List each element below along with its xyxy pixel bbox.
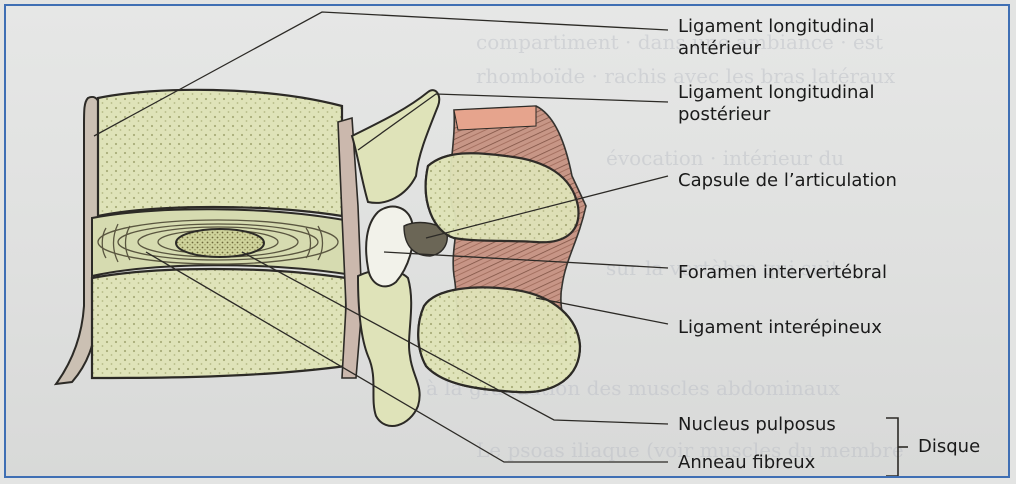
label-line: Ligament longitudinal <box>678 82 874 104</box>
label-disque: Disque <box>918 436 980 458</box>
upper-vertebral-body <box>98 90 342 216</box>
label-interspinous-ligament: Ligament interépineux <box>678 317 882 339</box>
label-joint-capsule: Capsule de l’articulation <box>678 170 897 192</box>
label-line: postérieur <box>678 104 874 126</box>
interspinous-ligament-top <box>454 106 536 130</box>
label-line: Ligament longitudinal <box>678 16 874 38</box>
disque-bracket <box>886 418 898 476</box>
label-annulus-fibrosus: Anneau fibreux <box>678 452 815 474</box>
intervertebral-foramen-shape <box>366 207 413 287</box>
nucleus-pulposus-shape <box>176 229 264 257</box>
label-line: antérieur <box>678 38 874 60</box>
figure-frame: compartiment · dans une ambiance · est r… <box>4 4 1010 478</box>
label-posterior-longitudinal-ligament: Ligament longitudinal postérieur <box>678 82 874 126</box>
label-anterior-longitudinal-ligament: Ligament longitudinal antérieur <box>678 16 874 60</box>
spine-diagram <box>6 6 1010 478</box>
label-intervertebral-foramen: Foramen intervertébral <box>678 262 887 284</box>
lower-vertebral-body <box>92 269 346 378</box>
pedicle-lower <box>358 270 420 426</box>
label-nucleus-pulposus: Nucleus pulposus <box>678 414 836 436</box>
